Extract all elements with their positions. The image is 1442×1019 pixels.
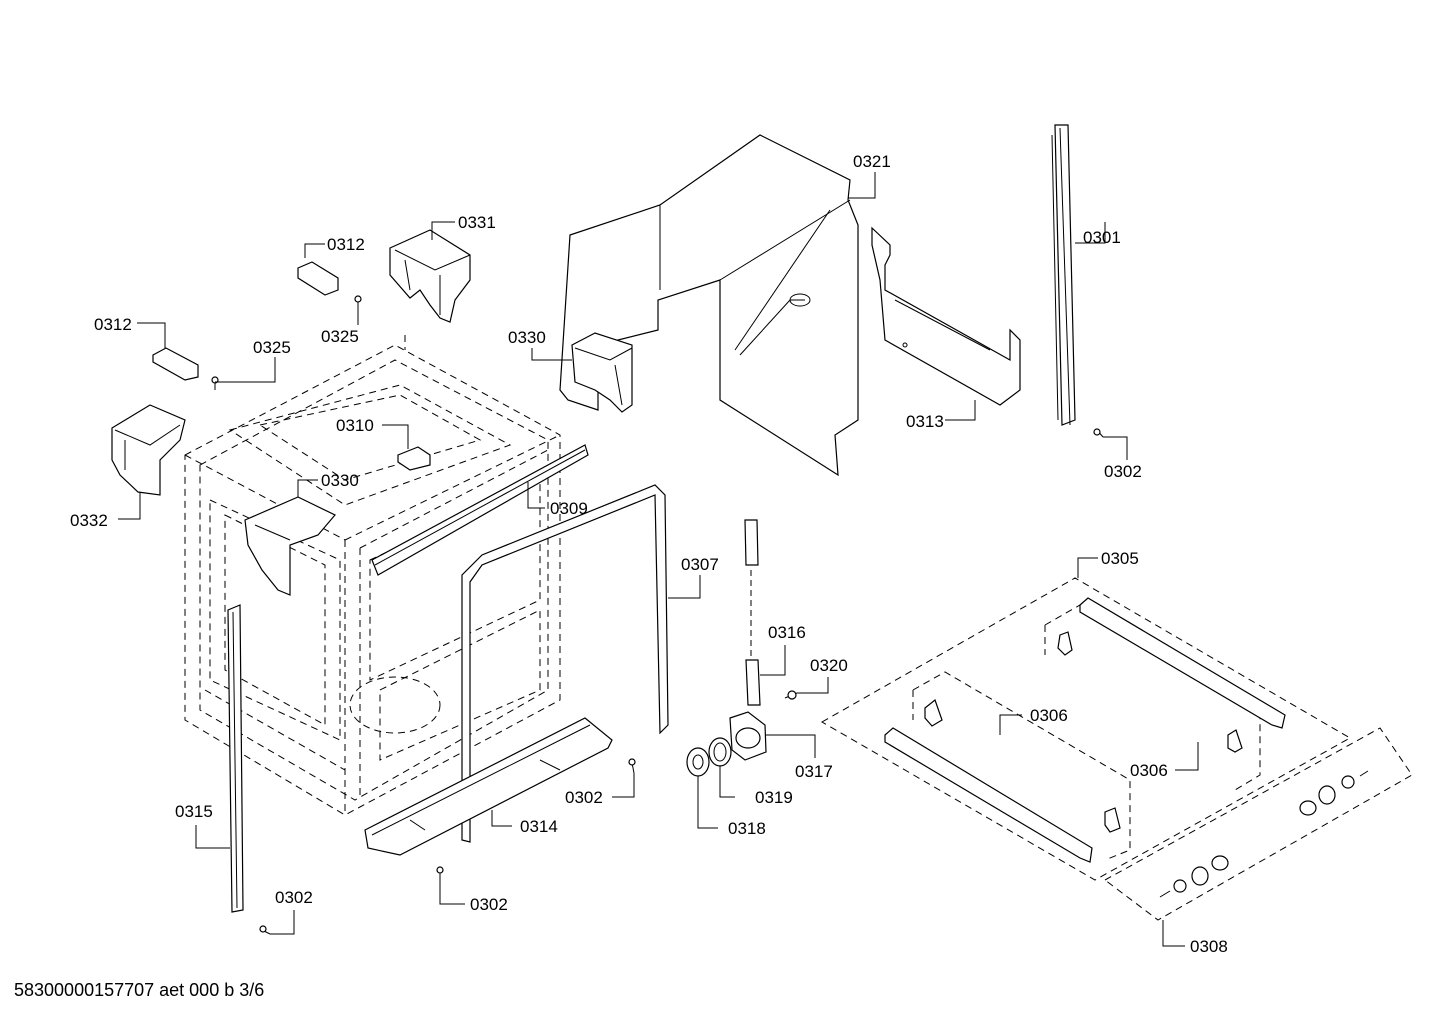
base-assembly-0305 [820,577,1413,921]
screw-0325-lower [211,376,219,390]
label-0316: 0316 [768,623,806,642]
screw-0302-left [259,925,271,935]
label-0330-upper: 0330 [508,328,546,347]
label-0319: 0319 [755,788,793,807]
label-0307: 0307 [681,555,719,574]
base-plate-0314 [364,717,613,856]
top-rail-0309 [371,444,589,576]
part-labels: 0321 0331 0312 0301 0312 0325 0330 0325 … [70,152,1228,956]
label-0330-lower: 0330 [321,471,359,490]
label-0312-upper: 0312 [327,235,365,254]
label-0317: 0317 [795,762,833,781]
label-0325-upper: 0325 [321,327,359,346]
label-0302-left: 0302 [275,888,313,907]
label-0309: 0309 [550,499,588,518]
label-0305: 0305 [1101,549,1139,568]
feet-kit-0308 [1159,770,1369,898]
valve-0317 [729,711,767,761]
label-0318: 0318 [728,819,766,838]
label-0321: 0321 [853,152,891,171]
label-0312-lower: 0312 [94,315,132,334]
screw-0302-right [1093,428,1104,438]
label-0302-middle: 0302 [565,788,603,807]
bracket-0330-lower [244,496,336,596]
label-0308: 0308 [1190,937,1228,956]
label-0302-right: 0302 [1104,462,1142,481]
leader-lines [118,172,1199,947]
label-0332: 0332 [70,511,108,530]
side-insulation-panel [871,226,1021,406]
cap-0318 [686,747,710,777]
label-0301: 0301 [1083,228,1121,247]
drawing-reference: 58300000157707 aet 000 b 3/6 [14,980,265,1000]
screw-0325-upper [354,295,362,312]
screw-0302-middle [628,758,636,774]
label-0310: 0310 [336,416,374,435]
hose-0316 [744,519,761,706]
bracket-0332 [111,404,186,496]
insulation-cover [559,134,859,477]
side-strip-0315 [227,604,244,913]
vertical-rail-right [1051,124,1076,426]
label-0313: 0313 [906,412,944,431]
label-0325-lower: 0325 [253,338,291,357]
label-0314: 0314 [520,817,558,836]
plate-0312-upper [297,261,339,296]
bracket-0330-upper [571,332,633,413]
label-0306-lower: 0306 [1130,761,1168,780]
label-0320: 0320 [810,656,848,675]
door-seal-0307 [461,484,669,843]
bracket-0331 [389,229,471,323]
label-0306-upper: 0306 [1030,706,1068,725]
clip-0310 [397,446,431,471]
label-0315: 0315 [175,802,213,821]
label-0302-bottom: 0302 [470,895,508,914]
label-0331: 0331 [458,213,496,232]
screw-0320 [784,690,798,700]
plate-0312-lower [152,347,199,381]
screw-0302-bottom [436,866,444,882]
ring-0319 [708,737,732,767]
